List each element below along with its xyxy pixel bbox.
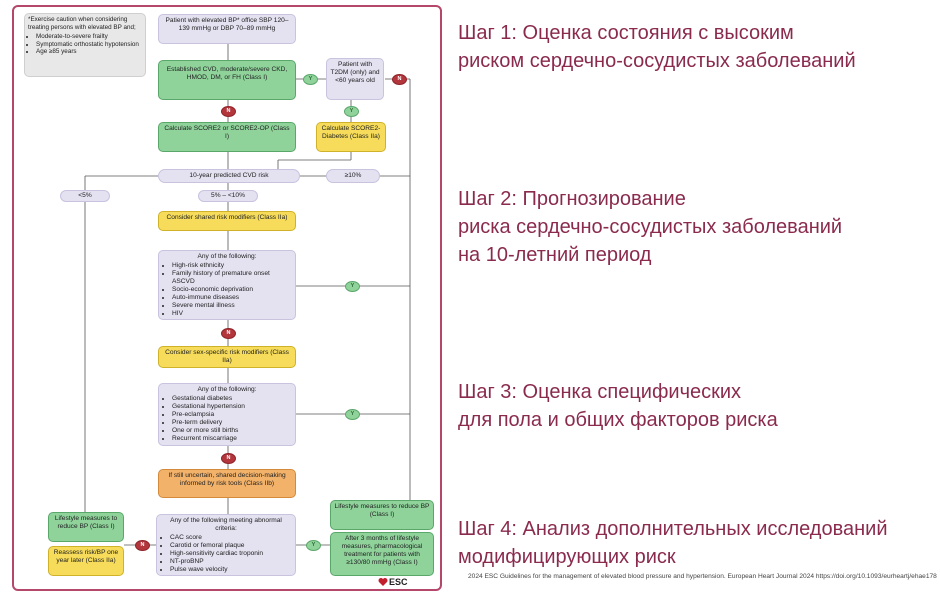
yes-badge: Y [344, 106, 359, 117]
start-box: Patient with elevated BP* office SBP 120… [158, 14, 296, 44]
sex-modifiers-list: Any of the following: Gestational diabet… [158, 383, 296, 446]
no-badge: N [221, 453, 236, 464]
risk-high-label: ≥10% [326, 169, 380, 183]
citation-text: 2024 ESC Guidelines for the management o… [468, 573, 937, 580]
risk-mid-label: 5% – <10% [198, 190, 258, 202]
caution-item: Moderate-to-severe frailty [36, 33, 142, 41]
risk-low-label: <5% [60, 190, 110, 202]
no-badge: N [221, 106, 236, 117]
sex-list-item: One or more still births [172, 427, 292, 435]
shared-list-item: Socio-economic deprivation [172, 286, 292, 294]
shared-list-item: Family history of premature onset ASCVD [172, 270, 292, 286]
yes-badge: Y [303, 74, 318, 85]
shared-modifiers-box: Consider shared risk modifiers (Class II… [158, 211, 296, 231]
sex-list-item: Pre-term delivery [172, 419, 292, 427]
esc-heart-icon [378, 578, 388, 586]
caution-item: Symptomatic orthostatic hypotension [36, 41, 142, 49]
no-badge: N [392, 74, 407, 85]
exam-list-header: Any of the following meeting abnormal cr… [170, 517, 282, 532]
step-2-line-1: Шаг 2: Прогнозирование [458, 188, 686, 210]
risk-box: 10-year predicted CVD risk [158, 169, 300, 183]
step-3-line-2: для пола и общих факторов риска [458, 409, 778, 431]
score2-box: Calculate SCORE2 or SCORE2-OP (Class I) [158, 122, 296, 152]
score2-diabetes-box: Calculate SCORE2- Diabetes (Class IIa) [316, 122, 386, 152]
exam-list-item: Pulse wave velocity [170, 566, 292, 574]
shared-list-item: Auto-immune diseases [172, 294, 292, 302]
sex-modifiers-box: Consider sex-specific risk modifiers (Cl… [158, 346, 296, 368]
caution-box: *Exercise caution when considering treat… [24, 13, 146, 77]
shared-modifiers-list: Any of the following: High-risk ethnicit… [158, 250, 296, 320]
sex-list-header: Any of the following: [197, 386, 257, 393]
caution-item: Age ≥85 years [36, 48, 142, 56]
yes-badge: Y [345, 281, 360, 292]
established-box: Established CVD, moderate/severe CKD, HM… [158, 60, 296, 100]
exam-list-item: Carotid or femoral plaque [170, 542, 292, 550]
shared-list-item: High-risk ethnicity [172, 262, 292, 270]
after3-box: After 3 months of lifestyle measures, ph… [330, 532, 434, 576]
sex-list-item: Recurrent miscarriage [172, 435, 292, 443]
exam-list-item: CAC score [170, 534, 292, 542]
exam-list-item: NT-proBNP [170, 558, 292, 566]
step-4-line-1: Шаг 4: Анализ дополнительных исследовани… [458, 518, 888, 540]
exam-list-item: High-sensitivity cardiac troponin [170, 550, 292, 558]
step-4-text: Шаг 4: Анализ дополнительных исследовани… [458, 515, 888, 571]
exam-list: Any of the following meeting abnormal cr… [156, 514, 296, 576]
step-1-line-2: риском сердечно-сосудистых заболеваний [458, 50, 856, 72]
lifestyle-right-box: Lifestyle measures to reduce BP (Class I… [330, 500, 434, 530]
step-2-text: Шаг 2: Прогнозирование риска сердечно-со… [458, 185, 842, 269]
sex-list-item: Gestational diabetes [172, 395, 292, 403]
no-badge: N [135, 540, 150, 551]
step-1-line-1: Шаг 1: Оценка состояния с высоким [458, 22, 794, 44]
step-3-text: Шаг 3: Оценка специфических для пола и о… [458, 378, 778, 434]
sex-list-item: Gestational hypertension [172, 403, 292, 411]
step-3-line-1: Шаг 3: Оценка специфических [458, 381, 742, 403]
sex-list-item: Pre-eclampsia [172, 411, 292, 419]
shared-list-header: Any of the following: [197, 253, 257, 260]
no-badge: N [221, 328, 236, 339]
yes-badge: Y [306, 540, 321, 551]
step-1-text: Шаг 1: Оценка состояния с высоким риском… [458, 19, 856, 75]
reassess-box: Reassess risk/BP one year later (Class I… [48, 546, 124, 576]
esc-logo-text: ESC [389, 577, 408, 587]
step-4-line-2: модифицирующих риск [458, 546, 676, 568]
uncertain-box: If still uncertain, shared decision-maki… [158, 469, 296, 498]
step-2-line-2: риска сердечно-сосудистых заболеваний [458, 216, 843, 238]
shared-list-item: HIV [172, 310, 292, 318]
yes-badge: Y [345, 409, 360, 420]
shared-list-item: Severe mental illness [172, 302, 292, 310]
step-2-line-3: на 10-летний период [458, 244, 652, 266]
caution-intro: *Exercise caution when considering treat… [28, 16, 136, 31]
lifestyle-left-box: Lifestyle measures to reduce BP (Class I… [48, 512, 124, 542]
t2dm-box: Patient with T2DM (only) and <60 years o… [326, 58, 384, 100]
